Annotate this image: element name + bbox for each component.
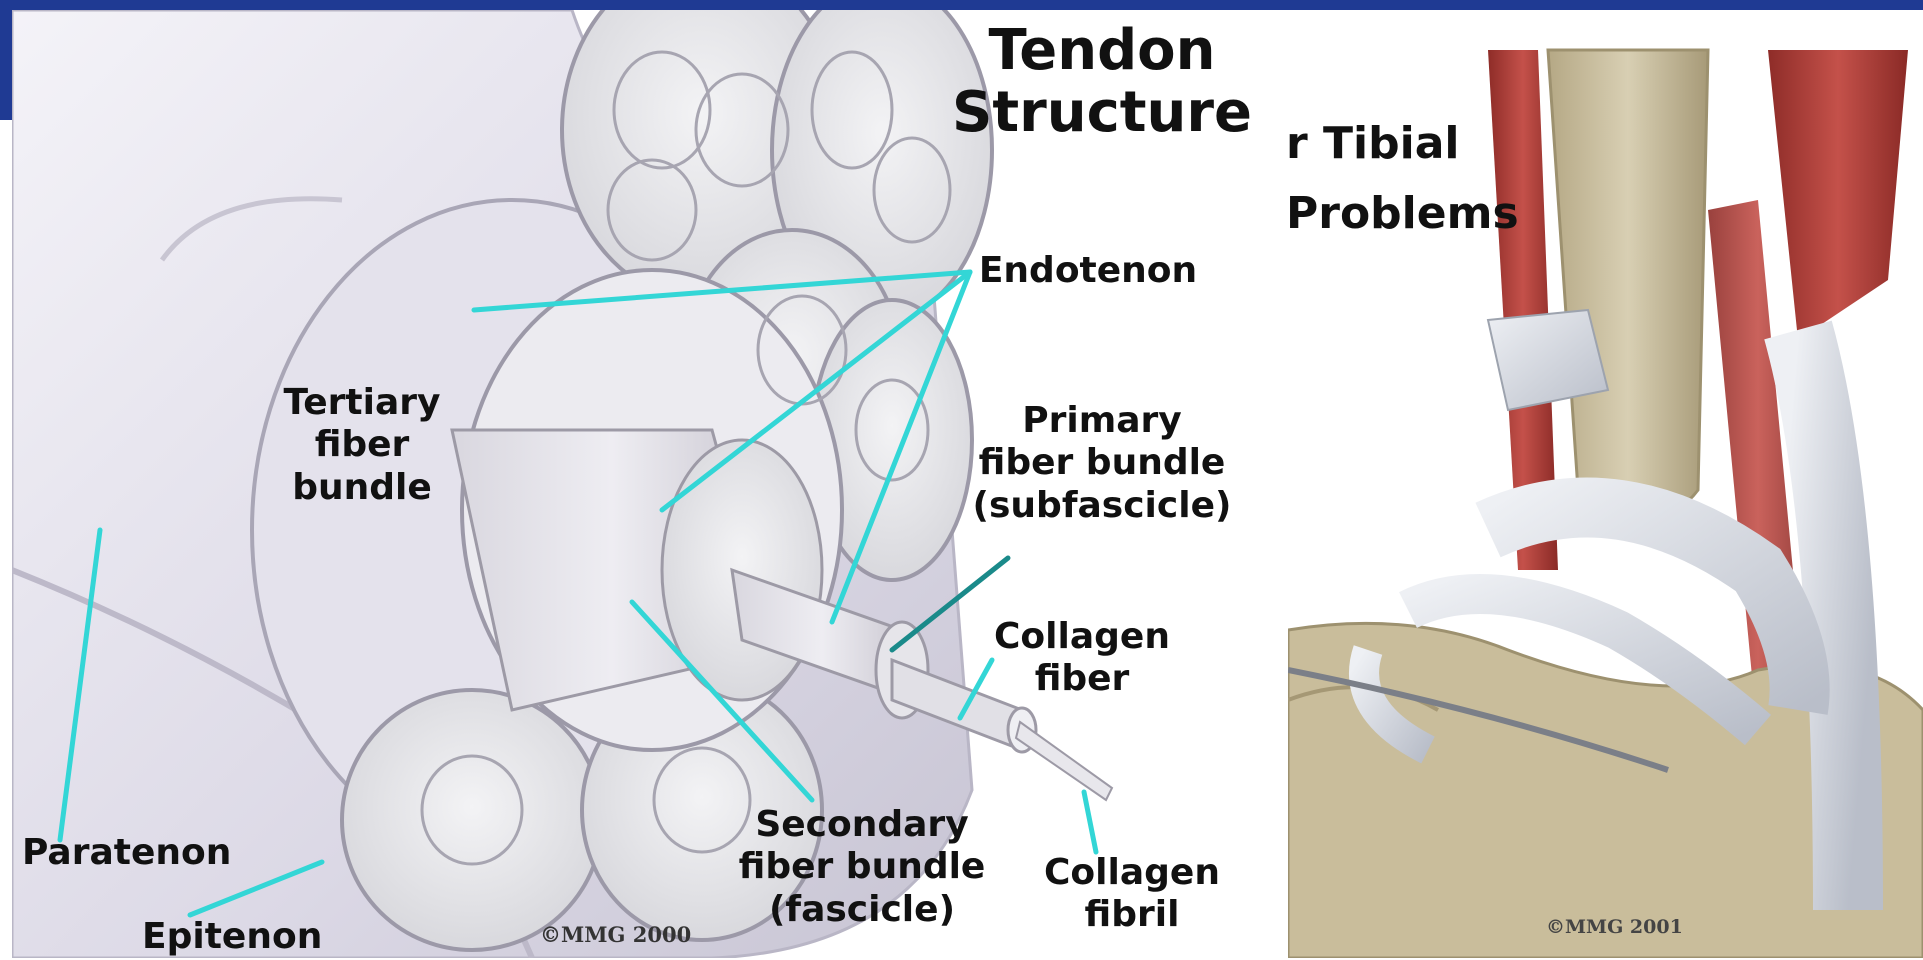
label-endotenon: Endotenon [978,250,1198,292]
tendon-structure-figure: Tendon Structure Endotenon Tertiary fibe… [12,10,1288,958]
figure-title: Tendon Structure [952,20,1252,143]
ankle-figure: r Tibial Problems ©MMG 2001 [1288,10,1923,958]
label-secondary-fiber-bundle: Secondary fiber bundle (fascicle) [732,804,992,931]
leader-collagen-fibril [1084,792,1096,852]
frame-top-bar [0,0,1923,10]
frame-left-bar [0,0,12,120]
label-primary-fiber-bundle: Primary fiber bundle (subfascicle) [952,400,1252,527]
label-epitenon: Epitenon [142,916,342,958]
label-tertiary-fiber-bundle: Tertiary fiber bundle [262,382,462,509]
copyright-right: ©MMG 2001 [1546,916,1683,938]
copyright-left: ©MMG 2000 [540,922,691,947]
label-paratenon: Paratenon [22,832,242,874]
label-collagen-fibril: Collagen fibril [1032,852,1232,937]
right-title-line2: Problems [1288,188,1519,239]
right-title-line1: r Tibial [1288,118,1459,169]
label-collagen-fiber: Collagen fiber [982,616,1182,701]
